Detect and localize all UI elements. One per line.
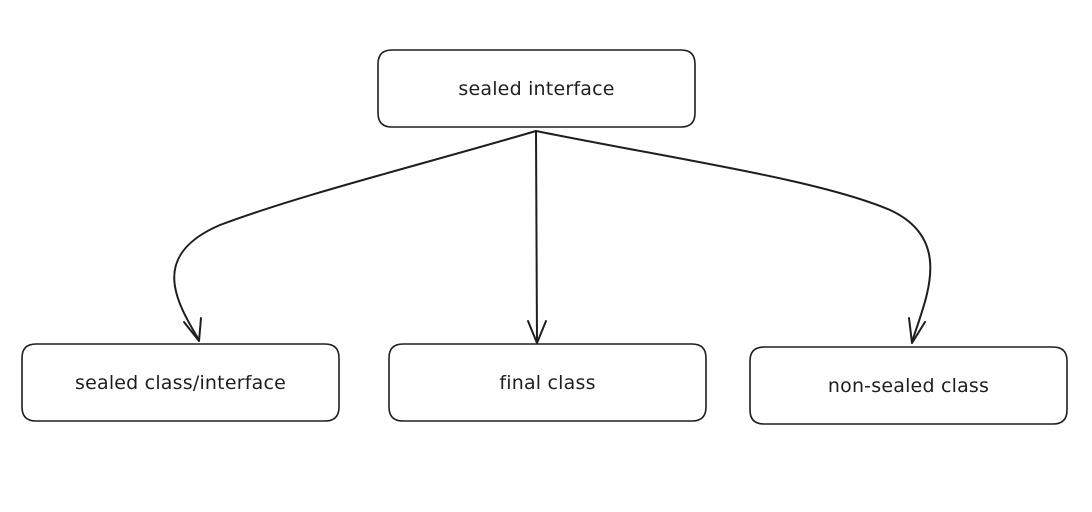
arrow-to-final bbox=[535, 130, 538, 344]
node-sealed-class-interface[interactable]: sealed class/interface bbox=[22, 344, 339, 421]
node-label: sealed interface bbox=[458, 77, 615, 100]
node-non-sealed-class[interactable]: non-sealed class bbox=[750, 347, 1067, 424]
node-label: non-sealed class bbox=[827, 374, 990, 397]
node-sealed-interface[interactable]: sealed interface bbox=[378, 50, 695, 127]
arrowhead-sealed bbox=[183, 317, 202, 342]
nonsealed-box[interactable] bbox=[749, 346, 1068, 425]
arrow-to-sealed bbox=[173, 130, 537, 341]
root-box[interactable] bbox=[377, 49, 696, 128]
node-final-class[interactable]: final class bbox=[389, 344, 706, 421]
arrowhead-nonsealed bbox=[908, 317, 926, 344]
node-label: final class bbox=[499, 371, 596, 394]
node-label: sealed class/interface bbox=[74, 371, 286, 394]
sealed-box[interactable] bbox=[21, 343, 340, 422]
final-box[interactable] bbox=[388, 343, 707, 422]
arrowhead-final bbox=[527, 320, 547, 344]
arrow-to-nonsealed bbox=[535, 130, 932, 343]
